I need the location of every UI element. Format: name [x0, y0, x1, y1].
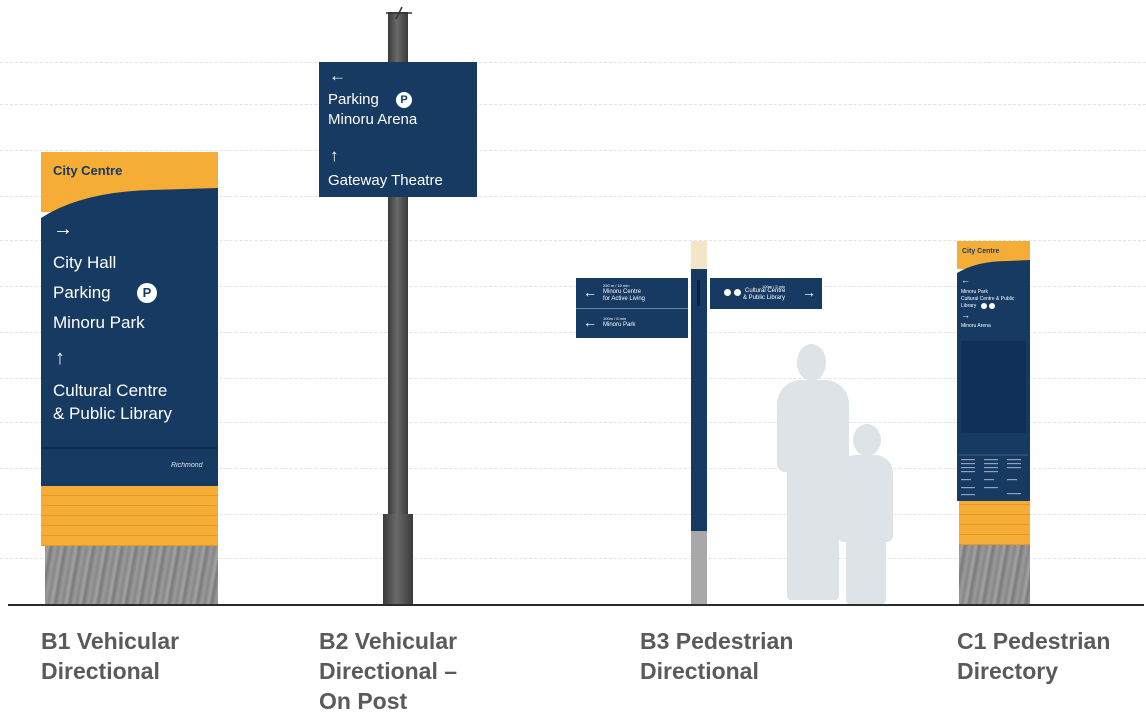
- guide-line: [0, 104, 1146, 105]
- adult-legs: [787, 466, 839, 600]
- caption-b2: B2 Vehicular Directional – On Post: [319, 626, 457, 716]
- guide-line: [0, 514, 1146, 515]
- accessibility-icon: [981, 303, 987, 309]
- c1-stone-base: [959, 545, 1030, 605]
- caption-line: Directional: [640, 658, 759, 684]
- transit-icon: [989, 303, 995, 309]
- parking-icon-glyph: P: [142, 285, 152, 300]
- b1-dest-cultural-centre: Cultural Centre: [53, 381, 168, 400]
- c1-sign: City Centre ← Minoru Park Cultural Centr…: [957, 241, 1030, 605]
- b3-dest-minoru-centre: Minoru Centre: [603, 289, 642, 295]
- b3-distance-label: 100m / 8 min: [603, 316, 627, 321]
- guide-line: [0, 422, 1146, 423]
- b3-blade-divider: [576, 308, 688, 309]
- c1-arrow-right-icon: →: [961, 310, 970, 320]
- parking-icon-glyph: P: [400, 94, 408, 106]
- caption-line: B1 Vehicular: [41, 628, 180, 654]
- transit-icon: [734, 289, 741, 296]
- accessibility-icon: [724, 289, 731, 296]
- guide-line: [0, 468, 1146, 469]
- child-head: [853, 424, 881, 456]
- b2-dest-minoru-arena: Minoru Arena: [328, 111, 418, 128]
- b1-sign: City Centre → City Hall Parking P Minoru…: [41, 152, 218, 605]
- richmond-logo: Richmond: [171, 462, 203, 469]
- guide-line: [0, 240, 1146, 241]
- caption-line: B3 Pedestrian: [640, 628, 794, 654]
- b2-sign-panel: ← Parking P Minoru Arena ↑ Gateway Theat…: [319, 62, 477, 197]
- b3-post-base: [691, 531, 707, 605]
- c1-header-label: City Centre: [962, 248, 1000, 255]
- b1-arrow-up-icon: ↑: [55, 347, 65, 369]
- c1-arrow-left-icon: ←: [961, 275, 970, 285]
- b3-distance-label: 100m / 5 min: [762, 284, 786, 289]
- b2-dest-parking: Parking: [328, 91, 379, 108]
- b3-dest-active-living: for Active Living: [603, 296, 646, 302]
- caption-line: B2 Vehicular: [319, 628, 458, 654]
- caption-line: On Post: [319, 688, 408, 714]
- caption-b3: B3 Pedestrian Directional: [640, 626, 793, 686]
- b1-stone-base: [45, 546, 218, 605]
- b3-blade-right: 100m / 5 min Cultural Centre & Public Li…: [710, 278, 822, 309]
- c1-dest-cultural-centre: Cultural Centre & Public: [961, 296, 1015, 302]
- adult-head: [797, 344, 826, 381]
- b1-arrow-right-icon: →: [53, 218, 73, 240]
- b3-post-cap: [691, 241, 707, 269]
- b1-header-label: City Centre: [53, 163, 123, 178]
- b3-post: [691, 269, 707, 531]
- caption-line: C1 Pedestrian: [957, 628, 1111, 654]
- b1-brick-base: [41, 486, 218, 546]
- c1-navy-panel: [957, 260, 1030, 501]
- parking-icon: P: [137, 283, 157, 303]
- b2-arrow-left-icon: ←: [329, 66, 346, 85]
- parking-icon: P: [396, 92, 412, 108]
- ground-line: [8, 604, 1144, 606]
- b2-pole-base: [383, 514, 413, 605]
- adult-torso: [777, 380, 849, 472]
- guide-line: [0, 332, 1146, 333]
- caption-b1: B1 Vehicular Directional: [41, 626, 179, 686]
- c1-dest-minoru-arena: Minoru Arena: [961, 323, 991, 329]
- b2-dest-gateway-theatre: Gateway Theatre: [328, 172, 443, 189]
- guide-line: [0, 378, 1146, 379]
- c1-brick-base: [959, 501, 1030, 545]
- guide-line: [0, 62, 1146, 63]
- c1-dest-minoru-park: Minoru Park: [961, 289, 988, 295]
- b1-dest-city-hall: City Hall: [53, 253, 117, 272]
- b1-navy-panel: [41, 188, 218, 486]
- b3-dest-cultural-centre: Cultural Centre: [745, 288, 786, 294]
- guide-line: [0, 558, 1146, 559]
- b3-arrow-left-icon: ←: [583, 314, 597, 330]
- guide-line: [0, 286, 1146, 287]
- b3-arrow-left-icon: ←: [583, 284, 597, 300]
- b3-arrow-right-icon: →: [802, 284, 816, 300]
- break-mark-icon: [386, 6, 412, 20]
- caption-c1: C1 Pedestrian Directory: [957, 626, 1110, 686]
- b1-dest-parking: Parking: [53, 283, 111, 302]
- caption-line: Directional –: [319, 658, 458, 684]
- b1-dest-public-library: & Public Library: [53, 404, 173, 423]
- b3-distance-label: 250 m / 10 min: [603, 283, 630, 288]
- b3-dest-public-library: & Public Library: [743, 295, 786, 301]
- b3-post-slot: [697, 280, 700, 306]
- guide-line: [0, 150, 1146, 151]
- child-body: [838, 455, 893, 542]
- caption-line: Directional: [41, 658, 160, 684]
- guide-line: [0, 196, 1146, 197]
- b3-dest-minoru-park: Minoru Park: [603, 322, 636, 328]
- b2-arrow-up-icon: ↑: [330, 146, 339, 165]
- caption-line: Directory: [957, 658, 1058, 684]
- child-legs: [846, 540, 886, 604]
- b3-blade-left: ← 250 m / 10 min Minoru Centre for Activ…: [576, 278, 688, 338]
- b1-dest-minoru-park: Minoru Park: [53, 313, 145, 332]
- c1-dest-library: Library: [961, 303, 977, 309]
